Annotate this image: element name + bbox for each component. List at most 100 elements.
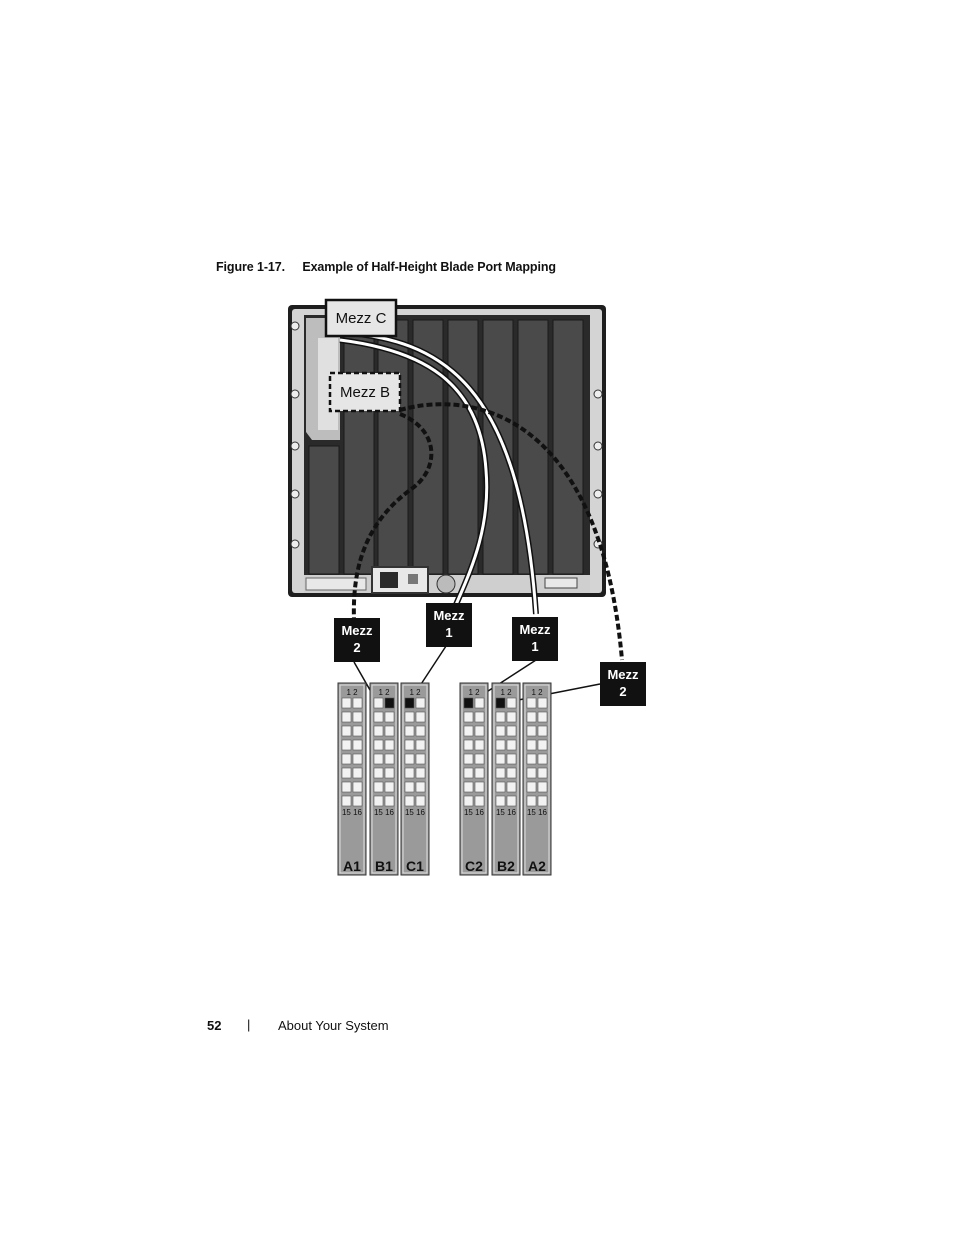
port: [404, 781, 415, 793]
blade-slots: [308, 319, 584, 575]
page-number: 52: [207, 1018, 222, 1033]
port: [506, 781, 517, 793]
port: [415, 795, 426, 807]
port: [384, 753, 395, 765]
module-bottom-ports: 15 16: [527, 808, 548, 817]
port: [341, 767, 352, 779]
port: [404, 711, 415, 723]
port: [474, 697, 485, 709]
port: [404, 753, 415, 765]
port: [463, 795, 474, 807]
svg-text:Mezz: Mezz: [607, 667, 639, 682]
svg-text:1: 1: [531, 639, 538, 654]
port: [495, 795, 506, 807]
footer-section-title: About Your System: [278, 1018, 389, 1033]
port: [341, 753, 352, 765]
module-name: B1: [375, 858, 393, 874]
callout-mezz2-right: Mezz 2: [600, 662, 646, 706]
port: [537, 795, 548, 807]
port: [341, 781, 352, 793]
port: [506, 697, 517, 709]
port: [526, 739, 537, 751]
port: [384, 739, 395, 751]
port: [384, 795, 395, 807]
port: [495, 753, 506, 765]
port: [404, 767, 415, 779]
port: [415, 739, 426, 751]
port: [506, 795, 517, 807]
figure-title: Example of Half-Height Blade Port Mappin…: [302, 260, 556, 274]
port: [352, 767, 363, 779]
callout-mezz2-left: Mezz 2: [334, 618, 380, 662]
port: [341, 739, 352, 751]
port: [384, 767, 395, 779]
port: [341, 711, 352, 723]
figure-caption: Figure 1-17. Example of Half-Height Blad…: [216, 260, 556, 274]
svg-text:2: 2: [619, 684, 626, 699]
module-top-ports: 1 2: [409, 688, 421, 697]
port: [537, 697, 548, 709]
port: [341, 697, 352, 709]
port: [373, 725, 384, 737]
port: [474, 795, 485, 807]
port: [526, 711, 537, 723]
port: [373, 781, 384, 793]
callout-mezz1-center: Mezz 1: [426, 603, 472, 647]
port: [537, 753, 548, 765]
port: [495, 767, 506, 779]
port: [352, 697, 363, 709]
port: [506, 711, 517, 723]
port: [537, 711, 548, 723]
port: [415, 711, 426, 723]
mezz-b-label: Mezz B: [328, 371, 402, 413]
module-name: B2: [497, 858, 515, 874]
port: [352, 753, 363, 765]
blade-chassis: [288, 305, 606, 597]
port: [526, 753, 537, 765]
module-name: A1: [343, 858, 361, 874]
port: [474, 711, 485, 723]
port: [404, 739, 415, 751]
port: [415, 767, 426, 779]
port: [352, 725, 363, 737]
port: [537, 781, 548, 793]
port: [506, 753, 517, 765]
port: [384, 781, 395, 793]
port: [415, 725, 426, 737]
port: [341, 725, 352, 737]
port: [352, 739, 363, 751]
port: [495, 781, 506, 793]
port: [537, 725, 548, 737]
port: [463, 711, 474, 723]
module-top-ports: 1 2: [346, 688, 358, 697]
port: [415, 781, 426, 793]
port: [404, 795, 415, 807]
svg-text:Mezz: Mezz: [433, 608, 465, 623]
port: [463, 767, 474, 779]
port: [474, 781, 485, 793]
port: [495, 711, 506, 723]
mezz-c-label: Mezz C: [324, 298, 398, 338]
port: [384, 697, 395, 709]
module-top-ports: 1 2: [468, 688, 480, 697]
port: [463, 697, 474, 709]
port: [495, 739, 506, 751]
port: [495, 725, 506, 737]
port: [415, 697, 426, 709]
port: [384, 711, 395, 723]
port: [373, 767, 384, 779]
port: [474, 767, 485, 779]
port: [373, 697, 384, 709]
port: [495, 697, 506, 709]
port: [526, 697, 537, 709]
port: [384, 725, 395, 737]
port: [537, 767, 548, 779]
